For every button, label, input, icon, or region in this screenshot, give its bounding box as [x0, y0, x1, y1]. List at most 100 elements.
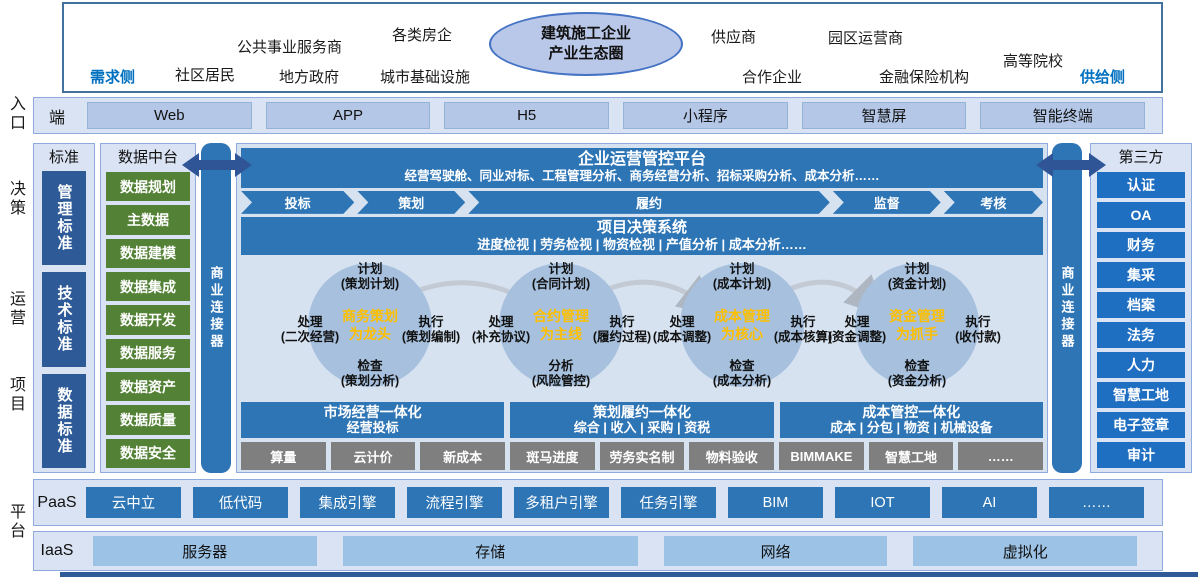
- bottom-divider-bar: [60, 572, 1198, 577]
- phase-chevron: 履约: [468, 191, 830, 214]
- paas-item: 任务引擎: [621, 487, 716, 518]
- iaas-item: 虚拟化: [913, 536, 1137, 566]
- rail-label-platform: 平台: [7, 503, 24, 541]
- tool-row: 算量 云计价 新成本 斑马进度 劳务实名制 物料验收 BIMMAKE 智慧工地 …: [241, 442, 1044, 471]
- cycle-theme: 成本管理 为核心: [714, 308, 770, 342]
- tool-box: 智慧工地: [868, 442, 954, 471]
- decision-title: 项目决策系统: [596, 218, 687, 236]
- cycle-check: 检查 (资金分析): [887, 359, 947, 389]
- third-party-item: 集采: [1097, 262, 1185, 288]
- standards-column: 标准 管理标准 技术标准 数据标准: [33, 143, 95, 473]
- cycle-act: 处理 (补充协议): [471, 315, 531, 345]
- third-party-column: 第三方 认证 OA 财务 集采 档案 法务 人力 智慧工地 电子签章 审计: [1090, 143, 1192, 473]
- cycle-theme: 合约管理 为主线: [533, 308, 589, 342]
- platform-header: 企业运营管控平台 经营驾驶舱、同业对标、工程管理分析、商务经营分析、招标采购分析…: [241, 148, 1043, 188]
- integration-title: 成本管控一体化: [862, 404, 961, 421]
- third-party-item: 电子签章: [1097, 412, 1185, 438]
- data-center-item: 数据规划: [106, 172, 190, 202]
- tool-box: BIMMAKE: [779, 442, 864, 471]
- integration-title: 策划履约一体化: [592, 404, 691, 421]
- cycle-act: 处理 (资金调整): [827, 315, 887, 345]
- iaas-label: IaaS: [40, 542, 74, 559]
- tool-box: 新成本: [420, 442, 506, 471]
- cycle-check: 检查 (策划分析): [340, 359, 400, 389]
- data-center-item: 数据资产: [106, 371, 190, 402]
- integration-box: 策划履约一体化 综合 | 收入 | 采购 | 资税: [510, 402, 774, 439]
- third-party-item: 人力: [1097, 352, 1185, 378]
- cycle-do: 执行 (策划编制): [401, 315, 461, 345]
- pdca-circle: [855, 263, 979, 388]
- iaas-row: IaaS 服务器 存储 网络 虚拟化: [33, 531, 1163, 571]
- paas-item: 低代码: [193, 487, 288, 518]
- decision-system-bar: 项目决策系统 进度检视 | 劳务检视 | 物资检视 | 产值分析 | 成本分析……: [241, 216, 1043, 256]
- data-center-item: 数据安全: [106, 438, 190, 468]
- cycle-plan: 计划 (成本计划): [712, 262, 772, 292]
- data-center-item: 数据集成: [106, 271, 190, 302]
- double-arrow-left-icon: [182, 153, 252, 177]
- rail-label-decision: 决策: [7, 180, 24, 218]
- decision-subtitle: 进度检视 | 劳务检视 | 物资检视 | 产值分析 | 成本分析……: [477, 236, 807, 252]
- data-center-item: 主数据: [106, 205, 190, 235]
- cycle-plan: 计划 (合同计划): [531, 262, 591, 292]
- pdca-cycles: 计划 (策划计划) 处理 (二次经营) 商务策划 为龙头 执行 (策划编制) 检…: [241, 256, 1043, 399]
- cycle-check: 分析 (风险管控): [531, 359, 591, 389]
- entry-item-app: APP: [265, 102, 431, 129]
- platform-title: 企业运营管控平台: [577, 151, 706, 168]
- data-center-item: 数据建模: [106, 238, 190, 268]
- entry-item-web: Web: [87, 102, 252, 129]
- entity-label: 城市基础设施: [380, 69, 471, 86]
- platform-subtitle: 经营驾驶舱、同业对标、工程管理分析、商务经营分析、招标采购分析、成本分析……: [404, 169, 880, 184]
- entity-label: 社区居民: [175, 67, 236, 84]
- integration-subtitle: 经营投标: [346, 420, 399, 436]
- phase-chevron-bar: 投标 策划 履约 监督 考核: [241, 191, 1043, 214]
- tool-box: 斑马进度: [510, 442, 595, 471]
- entry-item-h5: H5: [444, 102, 610, 129]
- standards-header: 标准: [48, 148, 79, 166]
- data-center-item: 数据质量: [106, 405, 190, 435]
- entry-item-smartscreen: 智慧屏: [801, 102, 967, 129]
- standard-item: 技术标准: [42, 272, 86, 367]
- integration-box: 市场经营一体化 经营投标: [241, 402, 505, 439]
- cycle-act: 处理 (成本调整): [652, 315, 712, 345]
- integration-subtitle: 综合 | 收入 | 采购 | 资税: [573, 420, 711, 436]
- third-party-item: 审计: [1097, 442, 1185, 468]
- business-connector-left: 商业连接器: [201, 143, 231, 473]
- integration-box: 成本管控一体化 成本 | 分包 | 物资 | 机械设备: [779, 402, 1043, 439]
- entity-label: 合作企业: [742, 69, 803, 86]
- ellipse-line1: 建筑施工企业: [540, 24, 631, 42]
- third-party-item: 认证: [1097, 172, 1185, 198]
- entity-label: 供应商: [711, 29, 757, 46]
- integration-row: 市场经营一体化 经营投标 策划履约一体化 综合 | 收入 | 采购 | 资税 成…: [241, 402, 1043, 439]
- paas-label: PaaS: [37, 493, 77, 511]
- phase-chevron: 考核: [944, 191, 1043, 214]
- paas-item: 流程引擎: [407, 487, 502, 518]
- data-center-column: 数据中台 数据规划 主数据 数据建模 数据集成 数据开发 数据服务 数据资产 数…: [100, 143, 196, 473]
- paas-item: 集成引擎: [300, 487, 395, 518]
- ecosystem-box: 需求侧 社区居民 公共事业服务商 地方政府 各类房企 城市基础设施 建筑施工企业…: [62, 2, 1163, 93]
- paas-item: IOT: [835, 487, 930, 518]
- cycle-theme: 资金管理 为抓手: [889, 308, 945, 342]
- cycle-do: 执行 (履约过程): [592, 315, 652, 345]
- third-party-item: 财务: [1097, 232, 1185, 258]
- iaas-item: 服务器: [93, 536, 317, 566]
- third-party-item: OA: [1097, 202, 1185, 228]
- cycle-act: 处理 (二次经营): [280, 315, 340, 345]
- ecosystem-ellipse: 建筑施工企业 产业生态圈: [489, 12, 683, 76]
- paas-item: 多租户引擎: [514, 487, 609, 518]
- pdca-circle: [680, 263, 804, 388]
- paas-item: ……: [1049, 487, 1144, 518]
- paas-item: BIM: [728, 487, 823, 518]
- entry-item-smartterminal: 智能终端: [980, 102, 1146, 129]
- business-connector-right: 商业连接器: [1052, 143, 1082, 473]
- iaas-item: 网络: [663, 536, 888, 566]
- rail-label-project: 项目: [7, 376, 24, 414]
- cycle-do: 执行 (收付款): [955, 315, 1001, 345]
- entity-label: 公共事业服务商: [237, 39, 343, 56]
- entity-label: 高等院校: [1003, 53, 1064, 70]
- phase-chevron: 策划: [357, 191, 465, 214]
- entry-item-miniprogram: 小程序: [623, 102, 788, 129]
- rail-label-entry: 入口: [7, 95, 24, 133]
- demand-side-label: 需求侧: [90, 69, 136, 86]
- iaas-item: 存储: [342, 536, 638, 566]
